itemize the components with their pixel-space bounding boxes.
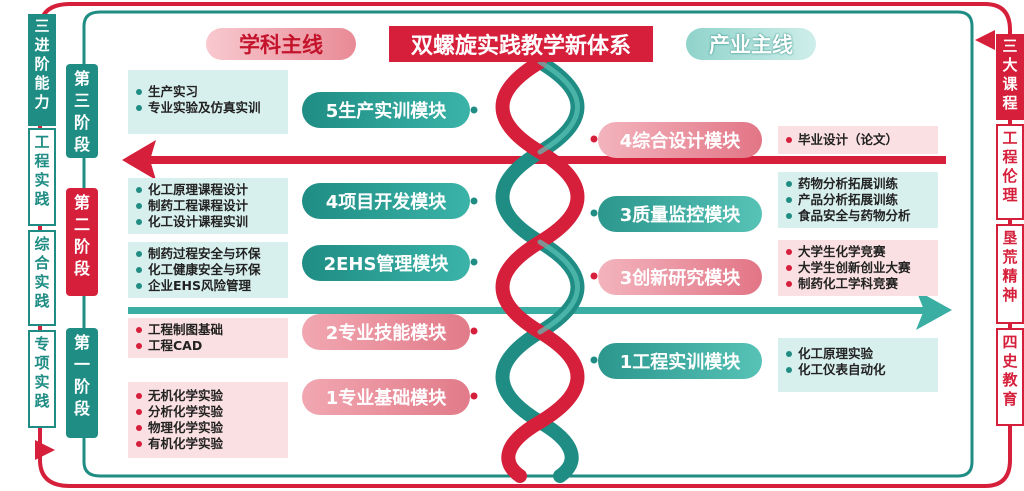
module-professional-skills: 2专业技能模块: [302, 314, 470, 350]
left-side-title: 三进阶能力: [28, 14, 56, 126]
left-box-production: 生产实习 专业实验及仿真实训: [128, 70, 288, 134]
right-arrow-marker: [975, 30, 995, 50]
module-professional-basics: 1专业基础模块: [302, 379, 470, 415]
list-item: 化工仪表自动化: [784, 362, 932, 378]
list-item: 大学生创新创业大赛: [784, 260, 932, 276]
list-item: 物理化学实验: [134, 420, 282, 436]
left-box-basic: 无机化学实验 分析化学实验 物理化学实验 有机化学实验: [128, 382, 288, 458]
outer-red-frame: [38, 1, 1012, 488]
right-side-item-3: 四史教育: [996, 328, 1024, 426]
module-production-training: 5生产实训模块: [302, 92, 470, 128]
module-dot: [470, 106, 478, 114]
stage-first: 第一阶段: [66, 328, 98, 438]
module-dot: [590, 356, 598, 364]
list-item: 药物分析拓展训练: [784, 176, 932, 192]
left-side-item-1: 工程实践: [28, 128, 56, 226]
list-item: 化工健康安全与环保: [134, 262, 282, 278]
teal-arrow-shaft: [128, 307, 928, 314]
list-item: 工程制图基础: [134, 322, 282, 338]
list-item: 化工原理实验: [784, 346, 932, 362]
list-item: 工程CAD: [134, 338, 282, 354]
left-arrow-marker: [35, 440, 55, 460]
right-box-innovation: 大学生化学竞赛 大学生创新创业大赛 制药化工学科竞赛: [778, 240, 938, 296]
header-discipline-line: 学科主线: [206, 28, 356, 60]
list-item: 生产实习: [134, 84, 282, 100]
red-arrow-head: [122, 140, 156, 180]
list-item: 制药过程安全与环保: [134, 246, 282, 262]
right-box-quality: 药物分析拓展训练 产品分析拓展训练 食品安全与药物分析: [778, 172, 938, 228]
list-item: 化工设计课程实训: [134, 214, 282, 230]
module-dot: [590, 272, 598, 280]
header-title: 双螺旋实践教学新体系: [389, 26, 653, 62]
module-dot: [590, 135, 598, 143]
list-item: 企业EHS风险管理: [134, 278, 282, 294]
right-side-item-2: 垦荒精神: [996, 224, 1024, 324]
module-dot: [590, 209, 598, 217]
module-ehs-management: 2EHS管理模块: [302, 245, 470, 281]
inner-teal-frame: [82, 10, 974, 478]
list-item: 分析化学实验: [134, 404, 282, 420]
list-item: 专业实验及仿真实训: [134, 100, 282, 116]
stage-third: 第三阶段: [66, 64, 98, 158]
stage-second: 第二阶段: [66, 188, 98, 296]
list-item: 无机化学实验: [134, 388, 282, 404]
list-item: 化工原理课程设计: [134, 182, 282, 198]
list-item: 有机化学实验: [134, 436, 282, 452]
module-dot: [470, 327, 478, 335]
module-quality-monitoring: 3质量监控模块: [598, 196, 762, 232]
left-box-ehs: 制药过程安全与环保 化工健康安全与环保 企业EHS风险管理: [128, 242, 288, 298]
helix-strand-red: [495, 55, 585, 483]
left-box-project: 化工原理课程设计 制药工程课程设计 化工设计课程实训: [128, 178, 288, 234]
left-side-item-2: 综合实践: [28, 230, 56, 326]
right-side-title: 三大课程: [996, 34, 1024, 120]
list-item: 产品分析拓展训练: [784, 192, 932, 208]
module-project-development: 4项目开发模块: [302, 183, 470, 219]
list-item: 制药化工学科竞赛: [784, 276, 932, 292]
helix-highlight: [537, 59, 580, 335]
list-item: 制药工程课程设计: [134, 198, 282, 214]
module-dot: [470, 258, 478, 266]
right-side-item-1: 工程伦理: [996, 124, 1024, 220]
module-engineering-training: 1工程实训模块: [598, 343, 762, 379]
list-item: 食品安全与药物分析: [784, 208, 932, 224]
teal-arrow-head: [916, 290, 952, 330]
double-helix: [495, 55, 585, 483]
module-comprehensive-design: 4综合设计模块: [598, 122, 762, 158]
list-item: 毕业设计（论文）: [784, 132, 932, 148]
module-dot: [470, 197, 478, 205]
right-box-engineering: 化工原理实验 化工仪表自动化: [778, 338, 938, 392]
header-industry-line: 产业主线: [686, 28, 816, 60]
left-side-item-3: 专项实践: [28, 330, 56, 428]
list-item: 大学生化学竞赛: [784, 244, 932, 260]
module-dot: [470, 392, 478, 400]
left-box-skills: 工程制图基础 工程CAD: [128, 318, 288, 358]
module-innovation-research: 3创新研究模块: [598, 259, 762, 295]
right-box-design: 毕业设计（论文）: [778, 126, 938, 154]
